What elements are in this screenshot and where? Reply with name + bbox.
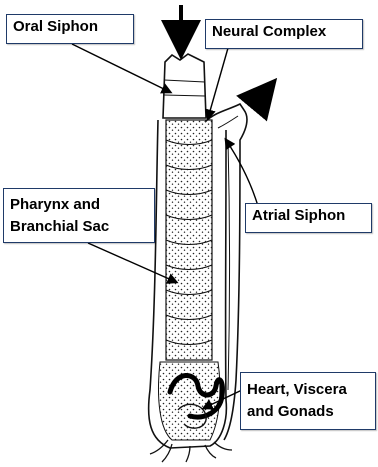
atrial-siphon-text: Atrial Siphon — [252, 206, 365, 226]
heart-text-line1: Heart, Viscera — [247, 379, 369, 401]
leader-pharynx — [88, 243, 176, 282]
heart-viscera-label: Heart, Viscera and Gonads — [240, 372, 376, 430]
oral-siphon-text: Oral Siphon — [13, 17, 127, 37]
oral-siphon-top — [163, 54, 206, 118]
neural-complex-label: Neural Complex — [205, 19, 363, 49]
arrow-up-right-icon — [252, 84, 272, 108]
pharynx-text-line2: Branchial Sac — [10, 216, 148, 238]
atrial-tube-inner — [218, 116, 238, 390]
leader-oral — [72, 44, 170, 92]
oral-siphon-label: Oral Siphon — [6, 14, 134, 44]
atrial-siphon-label: Atrial Siphon — [245, 203, 372, 233]
leader-neural — [208, 48, 228, 118]
pharynx-label: Pharynx and Branchial Sac — [3, 188, 155, 243]
pharynx-text-line1: Pharynx and — [10, 194, 148, 216]
pharynx-column — [166, 120, 212, 360]
leader-atrial — [226, 140, 258, 206]
heart-text-line2: and Gonads — [247, 401, 369, 423]
neural-complex-text: Neural Complex — [212, 22, 356, 42]
